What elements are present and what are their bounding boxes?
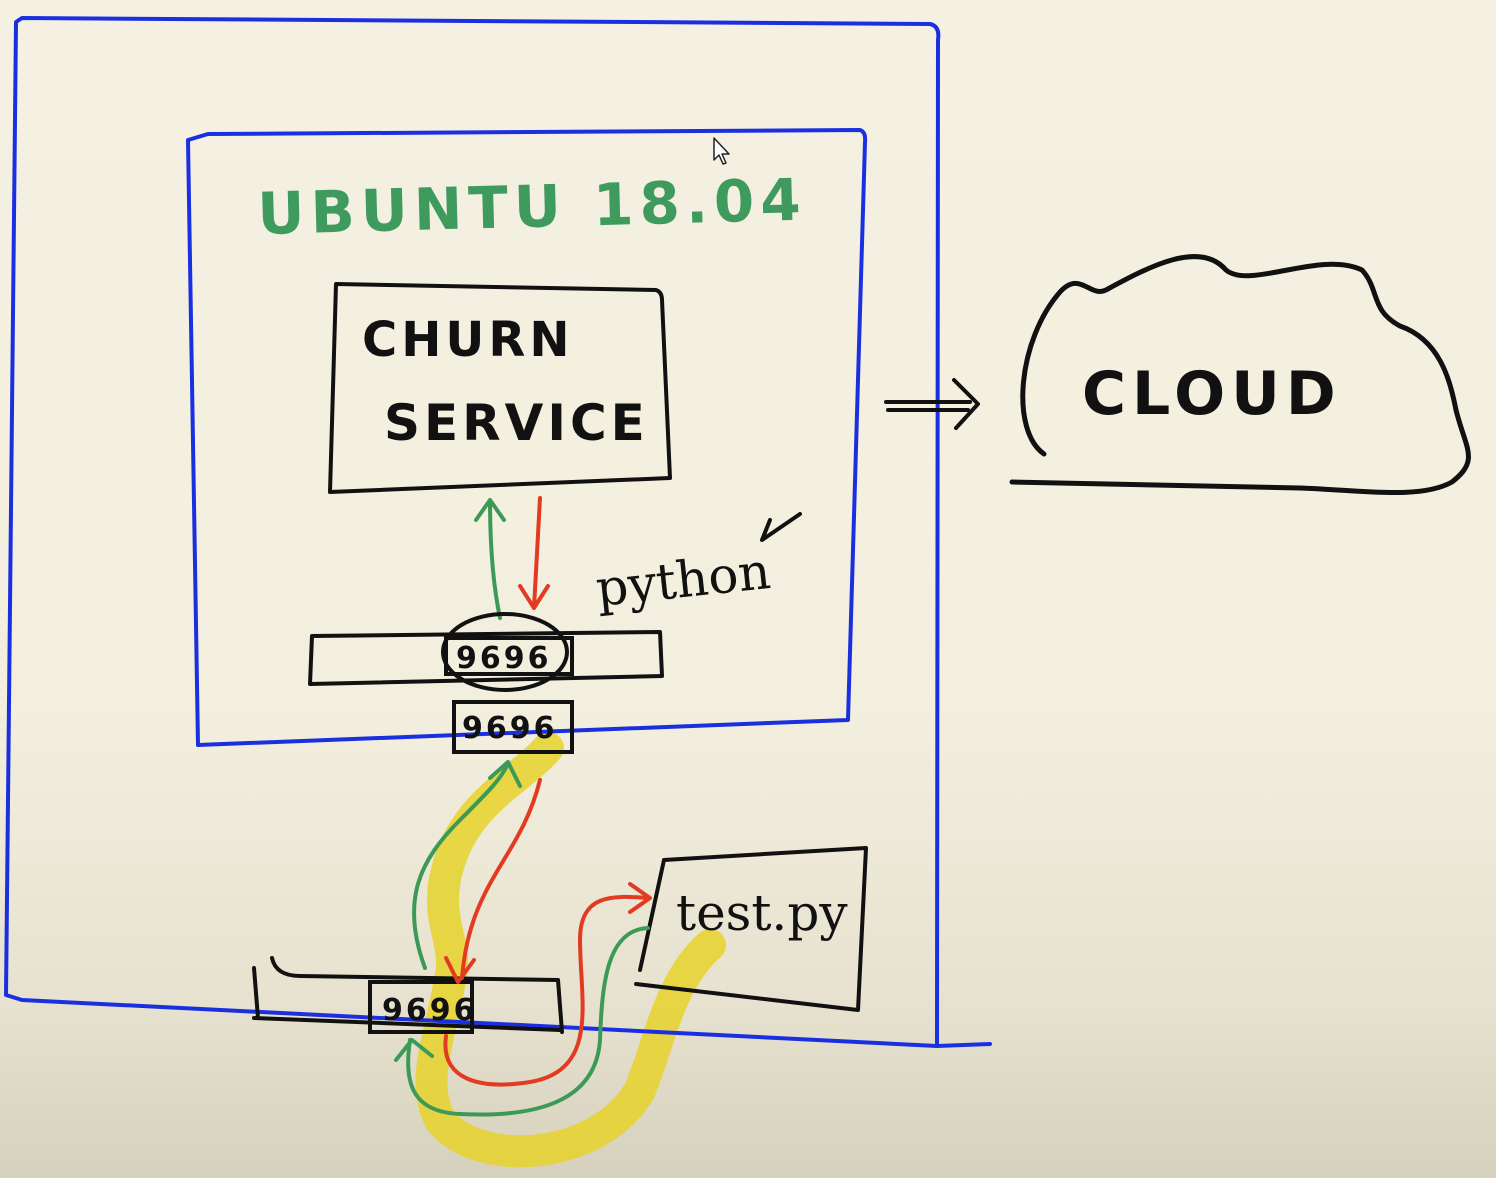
churn-service-box [328, 282, 672, 494]
host-port-label: 9696 [382, 993, 478, 1028]
host-port-box [368, 980, 474, 1034]
mouse-cursor-icon [713, 137, 730, 165]
churn-service-line1: CHURN [362, 312, 574, 368]
deploy-arrow-icon [884, 378, 980, 430]
host-machine-bottom-extension [935, 1042, 992, 1048]
response-arrow-to-client [443, 882, 652, 1087]
response-arrow-from-service [518, 496, 550, 610]
mapped-port-label: 9696 [462, 711, 558, 746]
container-network-bar [308, 630, 664, 686]
churn-service-line2: SERVICE [384, 394, 649, 452]
mapped-port-box [452, 700, 574, 754]
host-machine-box [4, 16, 941, 1048]
test-client-label: test.py [676, 884, 848, 942]
cloud-label: CLOUD [1082, 359, 1342, 429]
test-client-box [634, 846, 868, 1012]
check-mark-icon [760, 512, 802, 542]
request-arrow-from-client [394, 926, 650, 1117]
container-port-circle [441, 612, 569, 692]
cloud-shape [1009, 254, 1471, 496]
request-arrow-to-service [474, 498, 506, 620]
response-arrow-from-container [444, 778, 542, 984]
docker-container-box [186, 128, 868, 747]
request-arrow-to-container [412, 760, 522, 970]
python-label: python [593, 542, 773, 618]
os-label: UBUNTU 18.04 [257, 166, 808, 248]
container-port-box [444, 636, 574, 676]
highlight-stroke [415, 732, 726, 1168]
container-port-label: 9696 [456, 641, 552, 676]
host-network-bar [252, 956, 564, 1034]
